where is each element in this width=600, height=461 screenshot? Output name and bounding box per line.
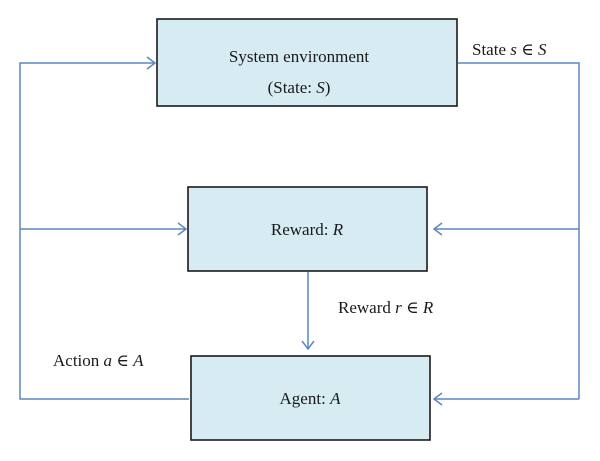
agent-box-label: Agent: A	[280, 389, 342, 408]
arrowhead-icon	[432, 392, 443, 406]
agent-box: Agent: A	[190, 355, 431, 441]
state-line	[458, 62, 580, 399]
system-environment-title: System environment	[229, 47, 370, 66]
system-environment-box: System environment (State: S)	[156, 18, 458, 107]
action-line	[19, 62, 189, 400]
arrowhead-icon	[432, 222, 443, 236]
reward-edge-label: Reward r ∈ R	[338, 298, 434, 317]
state-edge-label: State s ∈ S	[472, 40, 547, 59]
reward-box-label: Reward: R	[271, 220, 344, 239]
arrowhead-icon	[177, 222, 188, 236]
arrowhead-icon	[301, 340, 315, 351]
system-environment-state: (State: S)	[268, 78, 331, 97]
action-edge-label: Action a ∈ A	[53, 351, 144, 370]
connectors	[19, 56, 580, 406]
arrowhead-icon	[146, 56, 157, 70]
reward-box: Reward: R	[187, 186, 428, 272]
